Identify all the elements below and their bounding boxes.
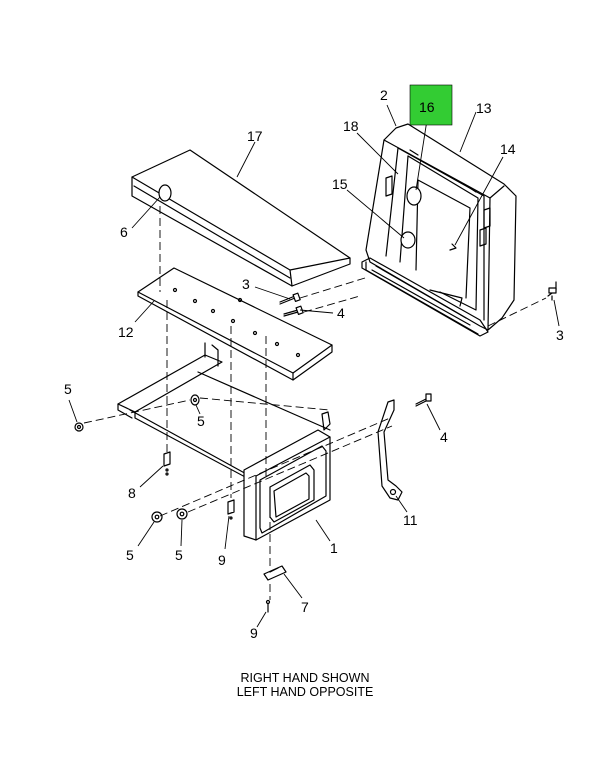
callout-12: 12 — [118, 324, 134, 340]
leader-14 — [454, 156, 504, 246]
callout-4b: 4 — [440, 429, 448, 445]
callout-15: 15 — [332, 176, 348, 192]
seat-cushion — [131, 149, 351, 287]
leader-16 — [415, 119, 428, 191]
leader-8 — [139, 465, 164, 488]
clip-9a — [227, 499, 235, 520]
bolt-3a — [279, 292, 301, 305]
leader-5a — [68, 399, 78, 423]
callout-9b: 9 — [250, 625, 258, 641]
callout-18: 18 — [343, 118, 359, 134]
nut-5b — [190, 394, 200, 406]
leader-5d — [180, 519, 183, 547]
leader-7 — [283, 573, 303, 599]
callout-6: 6 — [120, 224, 128, 240]
leader-6 — [131, 196, 161, 229]
leader-5c — [137, 521, 155, 547]
callout-5b: 5 — [197, 413, 205, 429]
seat-frame — [117, 342, 331, 487]
bolt-4a — [283, 305, 304, 317]
leader-15 — [346, 189, 405, 239]
callout-16: 16 — [419, 99, 435, 115]
leader-3a — [254, 286, 291, 300]
leader-4a — [299, 309, 334, 314]
clip-8 — [163, 451, 171, 476]
callout-3b: 3 — [556, 327, 564, 343]
callout-5d: 5 — [175, 547, 183, 563]
callout-9a: 9 — [218, 552, 226, 568]
callout-13: 13 — [476, 100, 492, 116]
leader-9b — [256, 611, 267, 628]
caption-line-2: LEFT HAND OPPOSITE — [236, 685, 374, 699]
leader-12 — [134, 300, 155, 323]
callout-labels: 1 2 3 3 4 4 5 5 5 5 6 7 8 9 9 11 12 13 1… — [64, 87, 564, 641]
nut-5d — [176, 508, 188, 520]
callout-14: 14 — [500, 141, 516, 157]
seat-pan — [137, 267, 333, 381]
leader-3b — [553, 299, 560, 327]
diagram-caption: RIGHT HAND SHOWN LEFT HAND OPPOSITE — [0, 671, 610, 699]
callout-11: 11 — [403, 512, 418, 528]
bolt-3b — [547, 281, 557, 301]
leader-17 — [236, 141, 256, 178]
leader-18 — [356, 132, 399, 175]
callout-5a: 5 — [64, 381, 72, 397]
side-panel — [243, 411, 331, 541]
leader-1 — [315, 519, 331, 542]
cushion-plug — [158, 184, 172, 202]
bracket — [377, 399, 403, 501]
nut-5a — [74, 422, 84, 432]
leader-9a — [224, 515, 230, 550]
callout-4a: 4 — [337, 305, 345, 321]
leader-2 — [386, 104, 397, 127]
caption-line-1: RIGHT HAND SHOWN — [240, 671, 370, 685]
screw-9b — [265, 599, 271, 613]
callout-17: 17 — [247, 128, 263, 144]
bolt-4b — [415, 393, 432, 407]
callout-highlight-box — [409, 84, 453, 126]
callout-3a: 3 — [242, 276, 250, 292]
leader-4b — [426, 403, 441, 431]
callout-2: 2 — [380, 87, 388, 103]
callout-7: 7 — [301, 599, 309, 615]
seat-back — [361, 123, 517, 337]
callout-8: 8 — [128, 485, 136, 501]
leader-5b — [195, 404, 201, 415]
leader-11 — [395, 495, 408, 513]
hinge-7 — [263, 565, 287, 581]
callout-1: 1 — [330, 540, 338, 556]
callout-5c: 5 — [126, 547, 134, 563]
nut-5c — [151, 511, 163, 523]
leader-13 — [459, 111, 477, 153]
